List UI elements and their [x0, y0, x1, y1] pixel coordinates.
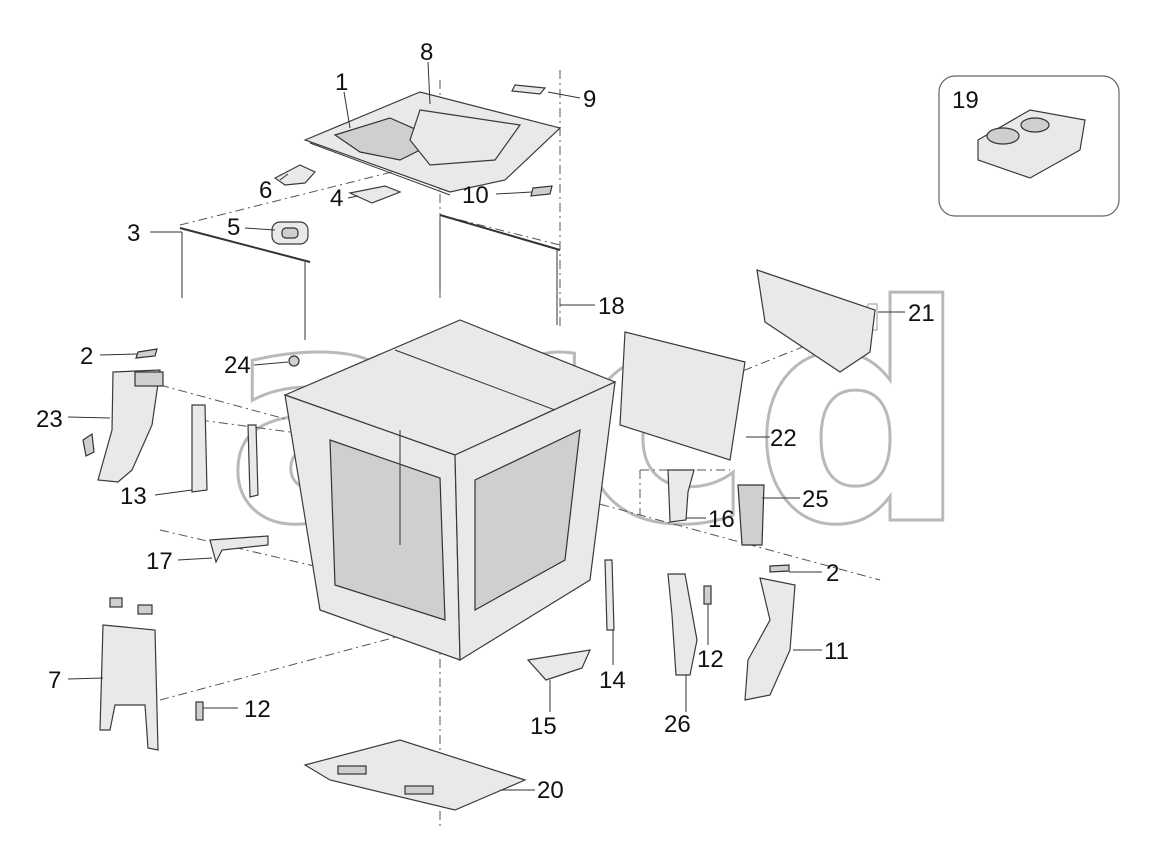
- callout-24: 24: [224, 352, 251, 379]
- callout-5: 5: [227, 214, 240, 241]
- part-clip-2-right: [769, 564, 790, 573]
- callout-7: 7: [48, 667, 61, 694]
- part-dome-light: [271, 221, 309, 245]
- callout-labels: 1 2 2 3 4 5 6 7 8 9 10 11 12 12 13 14 15…: [36, 39, 935, 804]
- part-window-side: [619, 331, 746, 461]
- callout-13: 13: [120, 483, 147, 510]
- callout-22: 22: [770, 425, 797, 452]
- part-rod-left: [179, 227, 311, 340]
- callout-8: 8: [420, 39, 433, 66]
- leader-lines: [67, 61, 905, 791]
- part-roof-trim: [511, 84, 547, 95]
- part-cab-body: [283, 319, 617, 662]
- callout-6: 6: [259, 177, 272, 204]
- callout-2-right: 2: [826, 560, 839, 587]
- callout-16: 16: [708, 506, 735, 533]
- part-vent-grille: [530, 185, 553, 197]
- part-window-rear: [756, 269, 876, 373]
- callout-2-left: 2: [80, 343, 93, 370]
- part-bracket-15: [526, 649, 591, 681]
- part-pillar-13: [191, 404, 208, 493]
- callout-21: 21: [908, 300, 935, 327]
- callout-11: 11: [824, 638, 849, 665]
- part-floor-mat: [303, 739, 527, 811]
- part-bracket-17: [209, 535, 269, 564]
- callout-15: 15: [530, 713, 557, 740]
- part-pillar-23: [97, 369, 164, 483]
- part-clip-12-left: [195, 701, 204, 721]
- part-pillar-25: [737, 484, 765, 546]
- callout-20: 20: [537, 777, 564, 804]
- part-pillar-11: [744, 577, 796, 701]
- callout-26: 26: [664, 711, 691, 738]
- part-clip-24: [288, 355, 300, 367]
- part-roof-liner: [303, 91, 562, 196]
- callout-1: 1: [335, 69, 348, 96]
- part-pillar-26: [667, 573, 698, 676]
- callout-9: 9: [583, 86, 596, 113]
- callout-4: 4: [330, 185, 343, 212]
- callout-12-left: 12: [244, 696, 271, 723]
- callout-14: 14: [599, 667, 626, 694]
- callout-10: 10: [462, 182, 489, 209]
- callout-25: 25: [802, 486, 829, 513]
- callout-23: 23: [36, 406, 63, 433]
- callout-12-right: 12: [697, 646, 724, 673]
- part-clip-23: [82, 432, 95, 457]
- part-clip-2-left: [135, 348, 158, 359]
- callout-17: 17: [146, 548, 173, 575]
- part-bracket-4: [348, 185, 402, 204]
- callout-3: 3: [127, 220, 140, 247]
- callout-18: 18: [598, 293, 625, 320]
- part-pillar-7: [99, 597, 159, 751]
- part-strip-14: [604, 559, 615, 631]
- part-clip-12-right: [703, 585, 712, 605]
- callout-19: 19: [952, 87, 979, 114]
- part-handle-16: [667, 469, 695, 523]
- part-bracket-6: [273, 164, 316, 186]
- part-rod-right: [439, 214, 561, 325]
- inset-cupholder: 19: [938, 75, 1120, 217]
- part-strip-left: [247, 424, 259, 498]
